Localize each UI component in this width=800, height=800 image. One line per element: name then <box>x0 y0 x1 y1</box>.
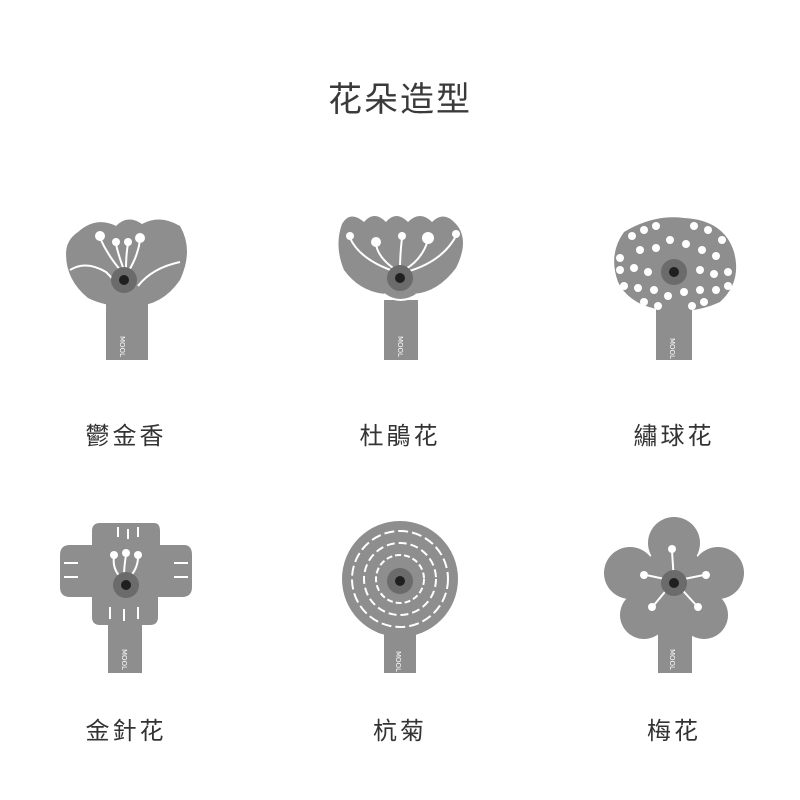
flower-label: 繡球花 <box>633 422 715 450</box>
daylily-icon: MOOL <box>60 523 192 673</box>
brand-mark: MOOL <box>668 338 676 359</box>
plum-blossom-icon: MOOL <box>604 517 744 673</box>
brand-mark: MOOL <box>118 336 126 357</box>
flower-label: 鬱金香 <box>85 422 167 450</box>
brand-mark: MOOL <box>396 336 404 357</box>
brand-mark: MOOL <box>394 651 402 672</box>
page-title: 花朵造型 <box>328 80 472 120</box>
flower-label: 杜鵑花 <box>359 422 441 450</box>
flower-label: 金針花 <box>85 717 167 745</box>
hydrangea-icon: MOOL <box>614 217 737 360</box>
tulip-icon: MOOL <box>66 219 187 360</box>
brand-mark: MOOL <box>668 649 676 670</box>
flower-label: 梅花 <box>647 717 701 745</box>
flower-label: 杭菊 <box>373 717 427 745</box>
brand-mark: MOOL <box>120 649 128 670</box>
azalea-icon: MOOL <box>338 216 463 360</box>
chrysanthemum-icon: MOOL <box>342 521 458 673</box>
